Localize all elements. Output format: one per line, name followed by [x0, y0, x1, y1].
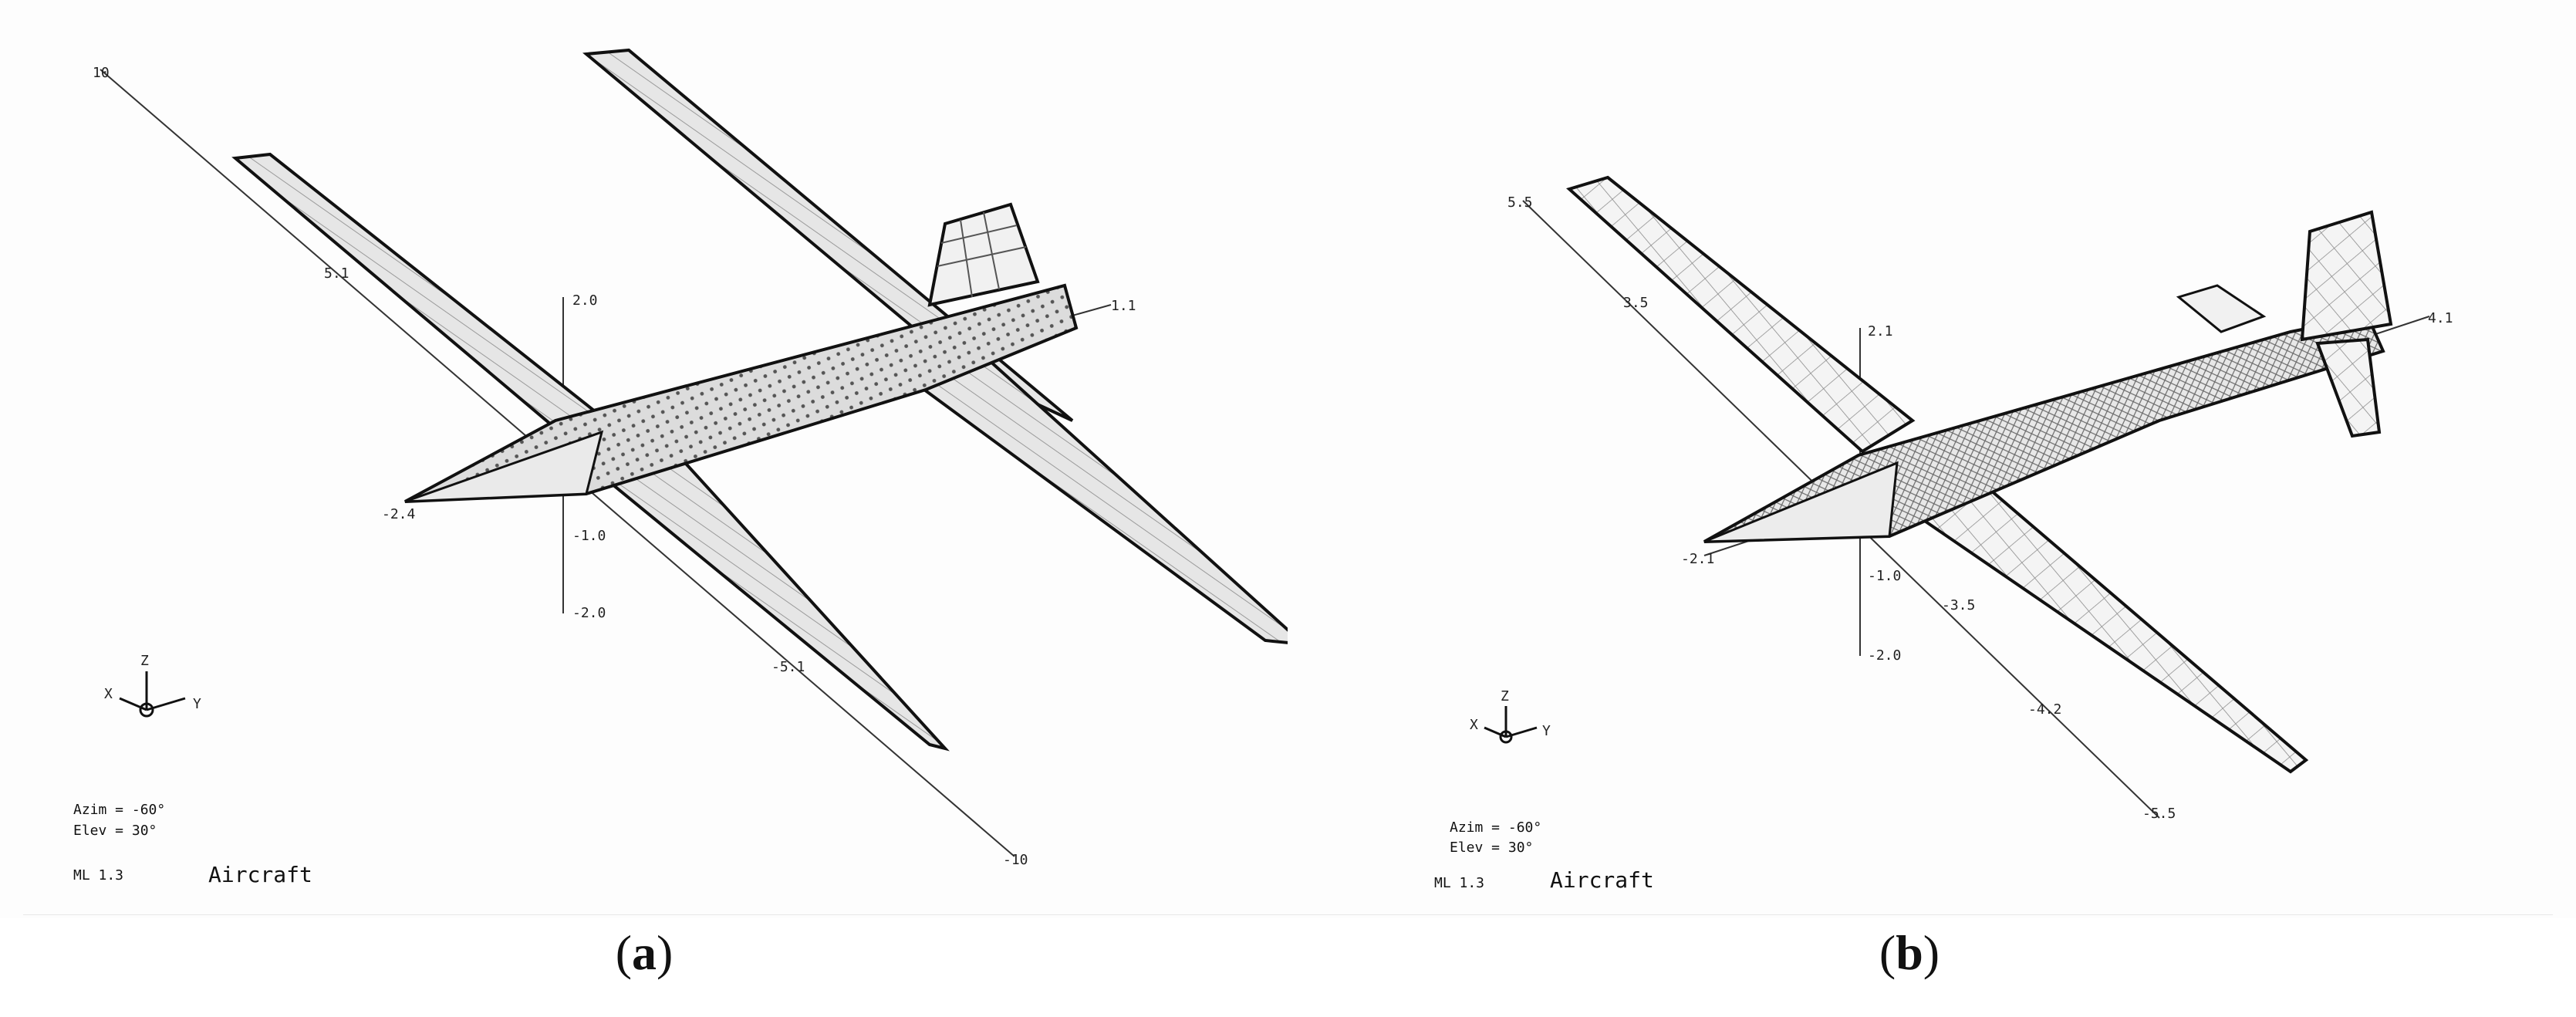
- caption-letter: a: [632, 925, 657, 980]
- scale-text: ML 1.3: [1434, 875, 1484, 891]
- y-axis-pos-label: 1.1: [1111, 298, 1136, 314]
- elevation-text: Elev = 30°: [1450, 840, 1533, 856]
- figure-panel-a: 10 -10 5.1 -5.1 1.1 -2.4 2.0 -1.0 -2.0: [0, 0, 1288, 918]
- x-axis-start-label: 5.5: [1507, 194, 1533, 211]
- nose-cone: [404, 430, 604, 503]
- caption-a: (a): [615, 925, 674, 980]
- y-axis-pos-label: 4.1: [2428, 310, 2453, 326]
- caption-b: (b): [1879, 925, 1940, 980]
- z-axis-mid-label: -1.0: [572, 528, 606, 544]
- x-axis-end-label: -5.5: [2142, 806, 2176, 822]
- tail-fin-grid: [937, 211, 1027, 298]
- z-axis-top-label: 2.0: [572, 292, 598, 309]
- triad-z-label: Z: [1501, 688, 1509, 704]
- left-wing: [231, 152, 606, 431]
- z-axis-bot-label: -2.0: [1868, 647, 1901, 664]
- x-axis-start-label: -10: [1003, 852, 1028, 868]
- y-axis-neg-label: -2.4: [382, 506, 415, 522]
- caption-letter: b: [1896, 925, 1923, 980]
- azimuth-text: Azim = -60°: [73, 802, 165, 818]
- scale-text: ML 1.3: [73, 867, 123, 884]
- figure-title: Aircraft: [208, 862, 312, 887]
- horizontal-tail-right: [2315, 337, 2382, 438]
- caption-divider: [23, 914, 2553, 915]
- left-wing: [1566, 175, 1916, 454]
- x-axis-tick-label: 3.5: [1623, 295, 1649, 311]
- triad-y-label: Y: [1542, 723, 1551, 739]
- tail-fin: [2300, 210, 2393, 342]
- axis-triad: [1484, 706, 1538, 744]
- elevation-text: Elev = 30°: [73, 823, 157, 839]
- azimuth-text: Azim = -60°: [1450, 819, 1541, 836]
- x-axis-tick-label: -5.1: [771, 659, 805, 675]
- z-axis-top-label: 2.1: [1868, 323, 1893, 340]
- y-axis-neg-label: -2.1: [1681, 551, 1714, 567]
- z-axis-mid-label: -1.0: [1868, 568, 1901, 584]
- z-axis-bot-label: -2.0: [572, 605, 606, 621]
- triad-z-label: Z: [140, 653, 149, 669]
- x-axis-tick-label: -3.5: [1942, 597, 1975, 613]
- nose-cone: [1703, 461, 1899, 543]
- axis-triad: [119, 671, 186, 718]
- aircraft-wireframe-a: 10 -10 5.1 -5.1 1.1 -2.4 2.0 -1.0 -2.0: [73, 48, 1288, 887]
- triad-x-label: X: [104, 686, 113, 702]
- tail-fin: [927, 202, 1040, 307]
- x-axis-end-label: 10: [93, 65, 110, 81]
- figure-title: Aircraft: [1550, 867, 1654, 893]
- front-wing: [582, 445, 950, 752]
- triad-y-label: Y: [193, 696, 201, 712]
- x-axis-tick-label: -4.2: [2028, 701, 2061, 718]
- x-axis-tick-label: 5.1: [324, 265, 349, 282]
- figure-panel-b: -5.5 5.5 3.5 -3.5 -4.2 4.1 -2.1 2.1 -1.0…: [1288, 0, 2576, 918]
- horizontal-tail-left: [2176, 284, 2267, 333]
- triad-x-label: X: [1470, 717, 1478, 733]
- aircraft-wireframe-b: -5.5 5.5 3.5 -3.5 -4.2 4.1 -2.1 2.1 -1.0…: [1434, 175, 2453, 893]
